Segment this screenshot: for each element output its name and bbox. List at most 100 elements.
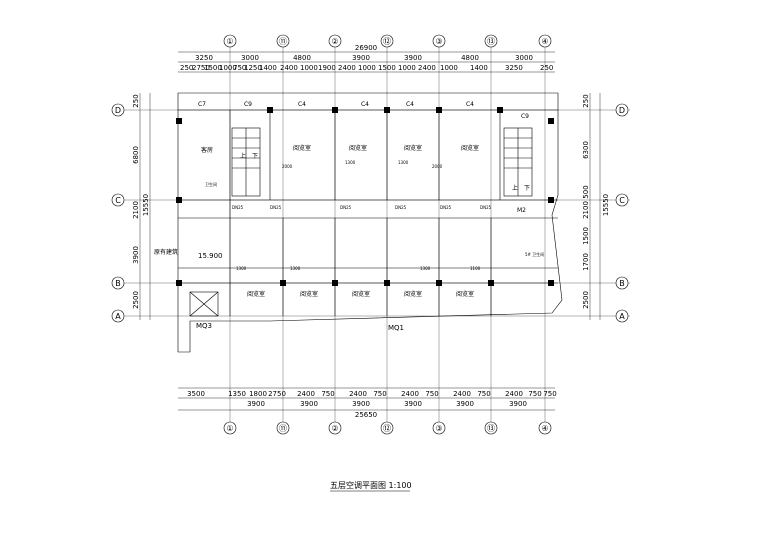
top-axis-label: ② — [331, 37, 338, 46]
svg-text:1300: 1300 — [398, 160, 409, 165]
bottom-axis-label: ⑫ — [383, 424, 391, 433]
svg-text:750: 750 — [321, 390, 334, 398]
reading-room-label: 阅览室 — [352, 290, 370, 298]
stair-up-label: 上 — [512, 184, 518, 192]
svg-text:DN25: DN25 — [340, 205, 352, 210]
m2-label: M2 — [517, 207, 526, 214]
svg-text:DN25: DN25 — [395, 205, 407, 210]
svg-text:3250: 3250 — [195, 54, 213, 62]
bottom-axis-label: ④ — [541, 424, 548, 433]
top-axis-label: ① — [226, 37, 233, 46]
top-axis-label: ⑪ — [279, 37, 287, 46]
left-axis-label: B — [115, 279, 121, 288]
svg-text:DN25: DN25 — [270, 205, 282, 210]
svg-text:3900: 3900 — [300, 400, 318, 408]
svg-text:15550: 15550 — [602, 194, 610, 216]
reading-room-label: 阅览室 — [456, 290, 474, 298]
bottom-axis-label: ⑬ — [487, 424, 495, 433]
svg-text:1500: 1500 — [204, 64, 222, 72]
svg-text:1000: 1000 — [398, 64, 416, 72]
svg-text:1250: 1250 — [244, 64, 262, 72]
toilet-5-label: 5# 卫生间 — [525, 251, 544, 257]
top-dims-row1: 3250 3000 4800 3900 3900 4800 3000 — [195, 54, 533, 62]
left-axis-label: C — [115, 196, 121, 205]
right-axis-markers: D C B A — [615, 103, 629, 323]
reading-room-label: 阅览室 — [247, 290, 265, 298]
guest-room-label: 客房 — [201, 146, 213, 154]
elevation-label: 15.900 — [198, 252, 223, 260]
svg-text:1350: 1350 — [228, 390, 246, 398]
top-total-dim: 26900 — [355, 44, 377, 52]
svg-text:1700: 1700 — [582, 253, 590, 271]
svg-text:3900: 3900 — [404, 400, 422, 408]
bottom-axis-label: ③ — [435, 424, 442, 433]
right-axis-label: D — [619, 106, 625, 115]
stair-up-label: 上 — [240, 152, 246, 160]
svg-text:4800: 4800 — [293, 54, 311, 62]
right-axis-label: A — [619, 312, 625, 321]
stair-down-label: 下 — [524, 185, 530, 192]
svg-text:2000: 2000 — [282, 164, 293, 169]
svg-text:C4: C4 — [406, 101, 414, 108]
svg-text:3900: 3900 — [509, 400, 527, 408]
svg-text:3900: 3900 — [352, 400, 370, 408]
top-axis-label: ③ — [435, 37, 442, 46]
svg-text:1000: 1000 — [300, 64, 318, 72]
svg-text:2400: 2400 — [453, 390, 471, 398]
svg-text:3900: 3900 — [456, 400, 474, 408]
svg-text:1100: 1100 — [470, 266, 481, 271]
svg-text:750: 750 — [233, 64, 246, 72]
svg-text:2750: 2750 — [192, 64, 210, 72]
svg-text:2400: 2400 — [297, 390, 315, 398]
svg-text:2000: 2000 — [432, 164, 443, 169]
svg-text:C4: C4 — [361, 101, 369, 108]
svg-text:2400: 2400 — [338, 64, 356, 72]
svg-text:C4: C4 — [466, 101, 474, 108]
svg-text:2100: 2100 — [582, 201, 590, 219]
right-axis-label: C — [619, 196, 625, 205]
svg-text:1800: 1800 — [249, 390, 267, 398]
svg-text:2750: 2750 — [268, 390, 286, 398]
svg-text:DN25: DN25 — [480, 205, 492, 210]
svg-text:1000: 1000 — [358, 64, 376, 72]
svg-text:3900: 3900 — [352, 54, 370, 62]
svg-text:250: 250 — [132, 94, 140, 107]
top-dims-row2: 250 2750 1500 1000 750 1250 1400 2400 10… — [180, 64, 553, 72]
svg-text:1300: 1300 — [290, 266, 301, 271]
top-axis-label: ⑫ — [383, 37, 391, 46]
bottom-axis-label: ⑪ — [279, 424, 287, 433]
svg-text:2400: 2400 — [418, 64, 436, 72]
svg-text:750: 750 — [477, 390, 490, 398]
bottom-dims-row1: 3500 1350 1800 2750 2400 750 2400 750 24… — [187, 390, 557, 398]
svg-text:3900: 3900 — [247, 400, 265, 408]
svg-text:C9: C9 — [244, 101, 252, 108]
svg-text:250: 250 — [582, 94, 590, 107]
building-outline — [177, 92, 563, 353]
svg-text:4800: 4800 — [461, 54, 479, 62]
svg-text:2500: 2500 — [582, 291, 590, 309]
svg-text:250: 250 — [180, 64, 193, 72]
existing-building-label: 原有建筑 — [154, 248, 178, 256]
svg-text:1400: 1400 — [259, 64, 277, 72]
svg-text:6300: 6300 — [582, 141, 590, 159]
columns — [176, 107, 554, 286]
bottom-axis-label: ① — [226, 424, 233, 433]
svg-text:2500: 2500 — [132, 291, 140, 309]
svg-text:1300: 1300 — [345, 160, 356, 165]
bottom-axis-markers: ① ⑪ ② ⑫ ③ ⑬ ④ — [223, 421, 552, 435]
toilet-label: 卫生间 — [205, 181, 217, 187]
svg-text:15550: 15550 — [142, 194, 150, 216]
svg-text:750: 750 — [543, 390, 556, 398]
svg-text:3250: 3250 — [505, 64, 523, 72]
svg-text:3900: 3900 — [404, 54, 422, 62]
svg-text:750: 750 — [373, 390, 386, 398]
svg-text:2400: 2400 — [401, 390, 419, 398]
stair-down-label: 下 — [252, 153, 258, 160]
bottom-total-dim: 25650 — [355, 411, 377, 419]
room-labels: 客房 阅览室 阅览室 阅览室 阅览室 阅览室 阅览室 阅览室 阅览室 阅览室 原… — [154, 144, 544, 332]
svg-text:2100: 2100 — [132, 201, 140, 219]
svg-text:C4: C4 — [298, 101, 306, 108]
reading-room-label: 阅览室 — [461, 144, 479, 152]
svg-text:1900: 1900 — [318, 64, 336, 72]
